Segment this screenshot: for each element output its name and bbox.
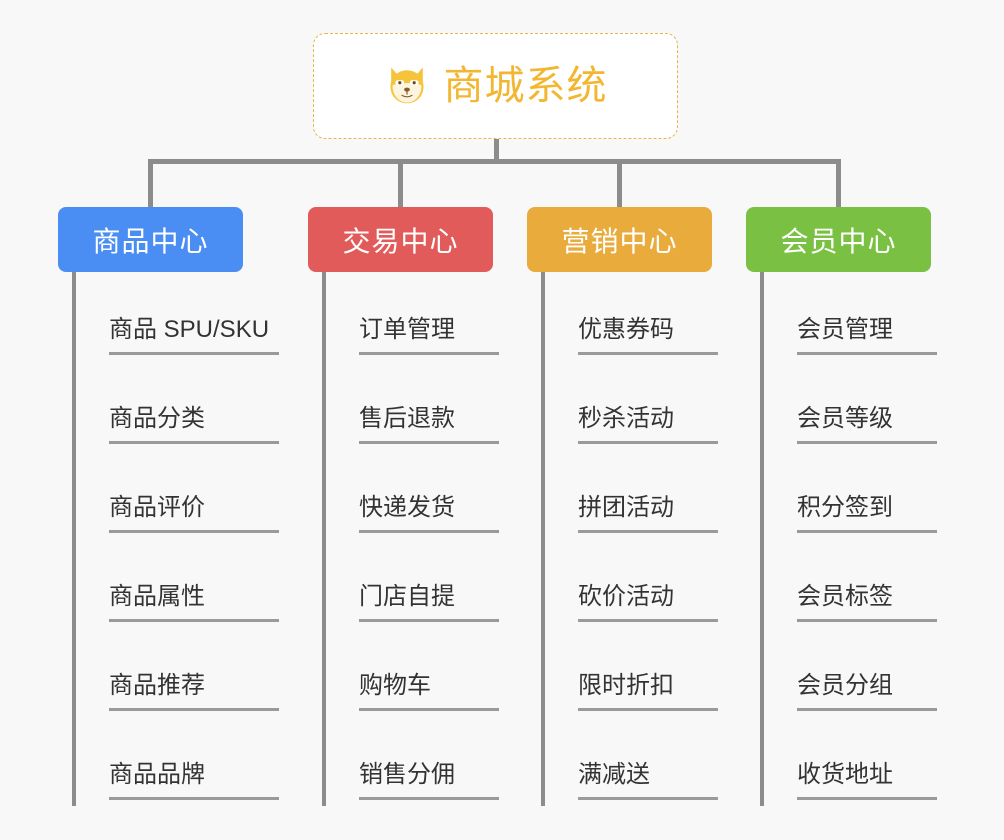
leaf-item-label: 限时折扣 bbox=[578, 672, 718, 711]
leaf-item-label: 会员分组 bbox=[797, 672, 937, 711]
category-header-marketing-center[interactable]: 营销中心 bbox=[527, 207, 712, 272]
leaf-item-label: 门店自提 bbox=[359, 583, 499, 622]
category-header-label: 商品中心 bbox=[92, 225, 209, 257]
leaf-item-label: 商品品牌 bbox=[109, 761, 279, 800]
leaf-item-label: 商品评价 bbox=[109, 494, 279, 533]
connector-drop-2 bbox=[617, 159, 622, 209]
leaf-item-label: 会员等级 bbox=[797, 405, 937, 444]
leaf-item[interactable]: 商品属性 bbox=[76, 539, 279, 628]
leaf-item-label: 销售分佣 bbox=[359, 761, 499, 800]
leaf-item[interactable]: 商品分类 bbox=[76, 361, 279, 450]
leaf-list-member-center: 会员管理会员等级积分签到会员标签会员分组收货地址 bbox=[760, 272, 937, 806]
leaf-item[interactable]: 商品品牌 bbox=[76, 717, 279, 806]
leaf-item[interactable]: 会员管理 bbox=[764, 272, 937, 361]
connector-drop-3 bbox=[836, 159, 841, 209]
leaf-item-label: 优惠券码 bbox=[578, 316, 718, 355]
leaf-item-label: 购物车 bbox=[359, 672, 499, 711]
leaf-item-label: 订单管理 bbox=[359, 316, 499, 355]
leaf-item-label: 满减送 bbox=[578, 761, 718, 800]
connector-drop-1 bbox=[398, 159, 403, 209]
leaf-item[interactable]: 积分签到 bbox=[764, 450, 937, 539]
leaf-item-label: 商品推荐 bbox=[109, 672, 279, 711]
leaf-item[interactable]: 秒杀活动 bbox=[545, 361, 718, 450]
leaf-item[interactable]: 购物车 bbox=[326, 628, 499, 717]
leaf-item-label: 售后退款 bbox=[359, 405, 499, 444]
category-header-member-center[interactable]: 会员中心 bbox=[746, 207, 931, 272]
column-marketing-center: 营销中心优惠券码秒杀活动拼团活动砍价活动限时折扣满减送 bbox=[527, 207, 718, 806]
leaf-item[interactable]: 商品 SPU/SKU bbox=[76, 272, 279, 361]
leaf-item[interactable]: 限时折扣 bbox=[545, 628, 718, 717]
category-header-label: 会员中心 bbox=[780, 225, 897, 257]
column-trade-center: 交易中心订单管理售后退款快递发货门店自提购物车销售分佣 bbox=[308, 207, 499, 806]
leaf-item-label: 会员标签 bbox=[797, 583, 937, 622]
leaf-item-label: 商品分类 bbox=[109, 405, 279, 444]
root-node[interactable]: 商城系统 bbox=[313, 33, 678, 139]
leaf-item[interactable]: 商品评价 bbox=[76, 450, 279, 539]
column-member-center: 会员中心会员管理会员等级积分签到会员标签会员分组收货地址 bbox=[746, 207, 937, 806]
shiba-dog-face-icon bbox=[389, 67, 424, 104]
leaf-item-label: 砍价活动 bbox=[578, 583, 718, 622]
leaf-item[interactable]: 优惠券码 bbox=[545, 272, 718, 361]
leaf-item[interactable]: 会员分组 bbox=[764, 628, 937, 717]
column-product-center: 商品中心商品 SPU/SKU 商品分类商品评价商品属性商品推荐商品品牌 bbox=[58, 207, 279, 806]
category-header-product-center[interactable]: 商品中心 bbox=[58, 207, 243, 272]
leaf-item-label: 快递发货 bbox=[359, 494, 499, 533]
leaf-list-product-center: 商品 SPU/SKU 商品分类商品评价商品属性商品推荐商品品牌 bbox=[72, 272, 279, 806]
leaf-item-label: 秒杀活动 bbox=[578, 405, 718, 444]
category-header-trade-center[interactable]: 交易中心 bbox=[308, 207, 493, 272]
leaf-item[interactable]: 会员标签 bbox=[764, 539, 937, 628]
connector-root-stem bbox=[494, 139, 499, 162]
leaf-item-label: 拼团活动 bbox=[578, 494, 718, 533]
leaf-item[interactable]: 销售分佣 bbox=[326, 717, 499, 806]
leaf-item[interactable]: 砍价活动 bbox=[545, 539, 718, 628]
leaf-list-trade-center: 订单管理售后退款快递发货门店自提购物车销售分佣 bbox=[322, 272, 499, 806]
leaf-item[interactable]: 门店自提 bbox=[326, 539, 499, 628]
leaf-item-label: 积分签到 bbox=[797, 494, 937, 533]
leaf-item[interactable]: 快递发货 bbox=[326, 450, 499, 539]
category-header-label: 交易中心 bbox=[342, 225, 459, 257]
leaf-item-label: 收货地址 bbox=[797, 761, 937, 800]
leaf-item-label: 商品 SPU/SKU bbox=[109, 316, 279, 355]
leaf-item[interactable]: 商品推荐 bbox=[76, 628, 279, 717]
leaf-list-marketing-center: 优惠券码秒杀活动拼团活动砍价活动限时折扣满减送 bbox=[541, 272, 718, 806]
leaf-item[interactable]: 会员等级 bbox=[764, 361, 937, 450]
root-title: 商城系统 bbox=[443, 64, 608, 108]
leaf-item-label: 商品属性 bbox=[109, 583, 279, 622]
leaf-item-label: 会员管理 bbox=[797, 316, 937, 355]
leaf-item[interactable]: 收货地址 bbox=[764, 717, 937, 806]
leaf-item[interactable]: 售后退款 bbox=[326, 361, 499, 450]
category-header-label: 营销中心 bbox=[561, 225, 678, 257]
leaf-item[interactable]: 满减送 bbox=[545, 717, 718, 806]
leaf-item[interactable]: 拼团活动 bbox=[545, 450, 718, 539]
connector-bus bbox=[148, 159, 840, 164]
leaf-item[interactable]: 订单管理 bbox=[326, 272, 499, 361]
connector-drop-0 bbox=[148, 159, 153, 209]
